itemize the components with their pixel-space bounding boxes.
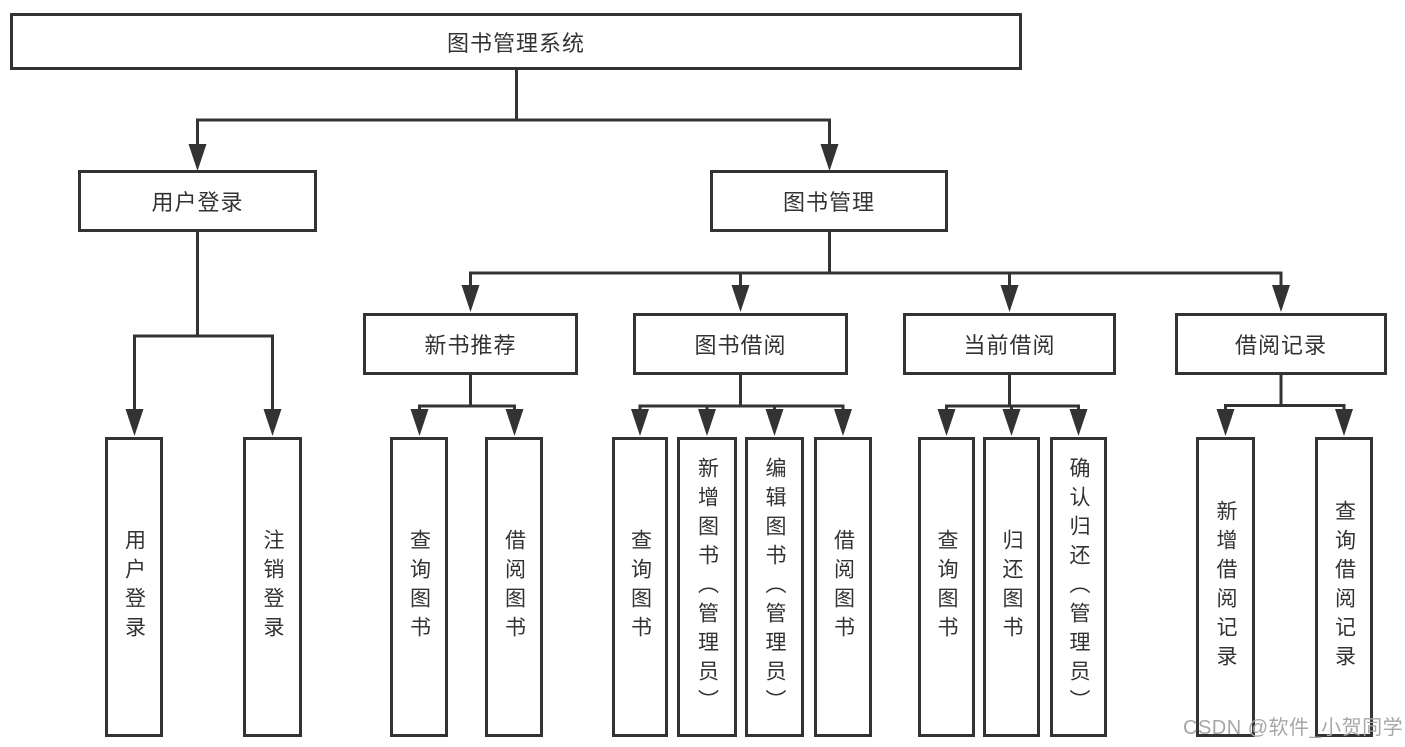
leaf-logout: 注销登录 [243, 437, 302, 737]
node-book-management: 图书管理 [710, 170, 948, 232]
leaf-edit-book-admin-label: 编辑图书（管理员） [763, 456, 786, 718]
leaf-user-login: 用户登录 [105, 437, 163, 737]
leaf-borrow-books: 借阅图书 [814, 437, 872, 737]
leaf-borrow-books-recommend: 借阅图书 [485, 437, 543, 737]
arrow-icon [731, 285, 750, 312]
node-current-borrow-label: 当前借阅 [963, 333, 1056, 358]
leaf-borrow-books-label: 借阅图书 [831, 529, 855, 645]
node-book-management-label: 图书管理 [782, 190, 875, 215]
leaf-query-borrow-record-label: 查询借阅记录 [1332, 500, 1356, 674]
node-book-borrow-label: 图书借阅 [694, 333, 787, 358]
leaf-query-books-recommend-label: 查询图书 [407, 529, 431, 645]
leaf-query-books-recommend: 查询图书 [390, 437, 448, 737]
leaf-logout-label: 注销登录 [261, 529, 284, 645]
arrow-icon [1000, 285, 1019, 312]
arrow-icon [461, 285, 480, 312]
leaf-add-borrow-record: 新增借阅记录 [1196, 437, 1255, 737]
leaf-query-books-current: 查询图书 [918, 437, 975, 737]
arrow-icon [125, 409, 144, 436]
leaf-add-book-admin: 新增图书（管理员） [677, 437, 737, 737]
node-root-label: 图书管理系统 [446, 30, 585, 56]
watermark: CSDN @软件_小贺同学 [1183, 717, 1404, 739]
arrow-icon [1272, 285, 1290, 312]
leaf-add-borrow-record-label: 新增借阅记录 [1214, 500, 1237, 674]
arrow-icon [698, 409, 716, 436]
arrow-icon [263, 409, 282, 436]
leaf-user-login-label: 用户登录 [122, 529, 146, 645]
leaf-return-books-label: 归还图书 [1000, 529, 1023, 645]
arrow-icon [834, 409, 852, 436]
arrow-icon [188, 144, 207, 171]
arrow-icon [937, 409, 956, 436]
node-book-borrow: 图书借阅 [633, 313, 848, 375]
node-current-borrow: 当前借阅 [903, 313, 1116, 375]
arrow-icon [631, 409, 649, 436]
leaf-query-books-borrow: 查询图书 [612, 437, 668, 737]
node-user-login: 用户登录 [78, 170, 317, 232]
leaf-confirm-return-admin-label: 确认归还（管理员） [1067, 456, 1090, 718]
arrow-icon [820, 144, 839, 171]
leaf-add-book-admin-label: 新增图书（管理员） [695, 456, 719, 718]
arrow-icon [1216, 409, 1235, 436]
leaf-borrow-books-recommend-label: 借阅图书 [502, 529, 526, 645]
arrow-icon [410, 409, 429, 436]
arrowheads [125, 144, 1353, 436]
arrow-icon [1069, 409, 1088, 436]
leaf-query-books-current-label: 查询图书 [935, 529, 958, 645]
arrow-icon [1335, 409, 1353, 436]
leaf-confirm-return-admin: 确认归还（管理员） [1050, 437, 1107, 737]
node-user-login-label: 用户登录 [151, 190, 244, 215]
arrow-icon [505, 409, 524, 436]
node-borrow-records-label: 借阅记录 [1234, 333, 1327, 358]
leaf-query-borrow-record: 查询借阅记录 [1315, 437, 1373, 737]
leaf-edit-book-admin: 编辑图书（管理员） [745, 437, 804, 737]
arrow-icon [1002, 409, 1021, 436]
leaf-return-books: 归还图书 [983, 437, 1040, 737]
node-new-book-recommend: 新书推荐 [363, 313, 578, 375]
node-root: 图书管理系统 [10, 13, 1022, 70]
arrow-icon [765, 409, 784, 436]
node-new-book-recommend-label: 新书推荐 [424, 333, 517, 358]
leaf-query-books-borrow-label: 查询图书 [628, 529, 652, 645]
node-borrow-records: 借阅记录 [1175, 313, 1387, 375]
